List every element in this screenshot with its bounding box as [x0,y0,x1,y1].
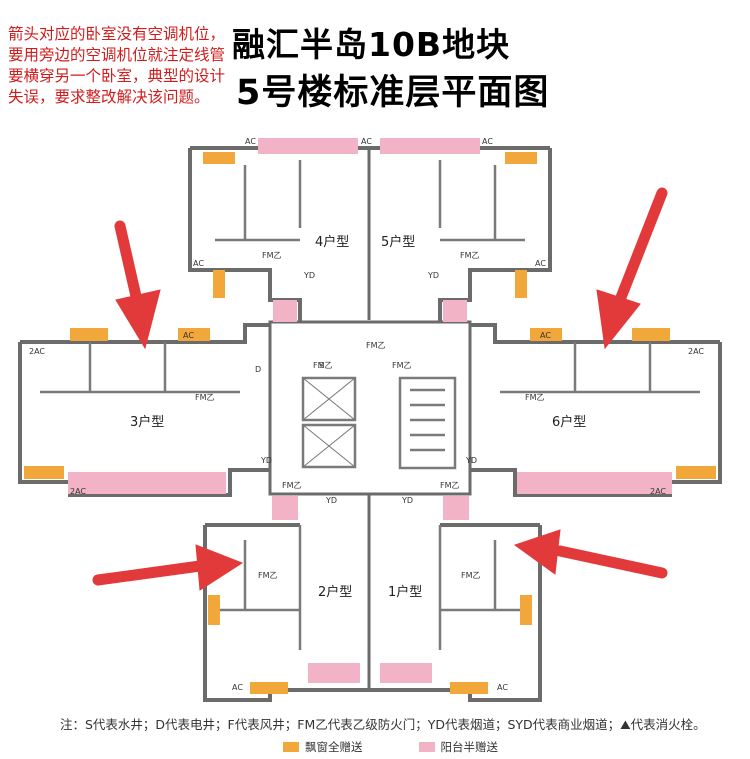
unit-label-2: 2户型 [318,584,352,600]
ac-mark: AC [183,331,194,340]
plan-marks: AC AC AC AC AC AC AC AC AC 2AC 2AC 2AC 2… [29,137,704,692]
inner-walls [40,160,700,650]
fm-mark: FM乙 [461,571,481,580]
fm-mark: FM乙 [262,251,282,260]
bay-windows [24,152,716,694]
fm-mark: FM乙 [313,361,333,370]
unit-label-1: 1户型 [388,584,422,600]
yd-mark: YD [465,456,477,465]
fm-mark: FM乙 [282,481,302,490]
yd-mark: YD [427,271,439,280]
yd-mark: YD [260,456,272,465]
ac2-mark: 2AC [688,347,704,356]
unit-label-5: 5户型 [381,234,415,250]
outer-walls [18,146,722,702]
ac2-mark: 2AC [70,487,86,496]
red-annotation: 箭头对应的卧室没有空调机位，要用旁边的空调机位就注定线管要横穿另一个卧室，典型的… [8,25,226,106]
plan-title-line2: 5号楼标准层平面图 [236,73,550,113]
yd-mark: YD [325,496,337,505]
s-mark: S [319,361,324,370]
red-arrows [92,187,668,591]
elevator-shafts [302,377,356,468]
fm-mark: FM乙 [258,571,278,580]
legend-balcony-label: 阳台半赠送 [440,740,499,754]
plan-title-line1: 融汇半岛10B地块 [232,25,511,64]
ac2-mark: 2AC [29,347,45,356]
fm-mark: FM乙 [392,361,412,370]
unit-label-6: 6户型 [552,414,586,430]
unit-labels: 4户型 5户型 3户型 6户型 2户型 1户型 [130,234,586,600]
balconies [68,138,672,683]
unit-label-4: 4户型 [315,234,349,250]
unit-label-3: 3户型 [130,414,164,430]
ac-mark: AC [482,137,493,146]
ac-mark: AC [193,259,204,268]
ac-mark: AC [361,137,372,146]
fm-mark: FM乙 [366,341,386,350]
legend-balcony-swatch [418,742,435,752]
ac2-mark: 2AC [650,487,666,496]
ac-mark: AC [540,331,551,340]
yd-mark: YD [303,271,315,280]
legend: 飘窗全赠送 阳台半赠送 [283,739,498,755]
fm-mark: FM乙 [440,481,460,490]
ac-mark: AC [245,137,256,146]
fm-mark: FM乙 [195,393,215,402]
fm-mark: FM乙 [460,251,480,260]
ac-mark: AC [535,259,546,268]
footnote: 注：S代表水井；D代表电井；F代表风井；FM乙代表乙级防火门；YD代表烟道；SY… [60,717,706,732]
d-mark: D [255,365,261,374]
yd-mark: YD [401,496,413,505]
ac-mark: AC [232,683,243,692]
fm-mark: FM乙 [525,393,545,402]
legend-window-label: 飘窗全赠送 [305,740,363,754]
ac-mark: AC [497,683,508,692]
legend-window-swatch [283,742,299,752]
